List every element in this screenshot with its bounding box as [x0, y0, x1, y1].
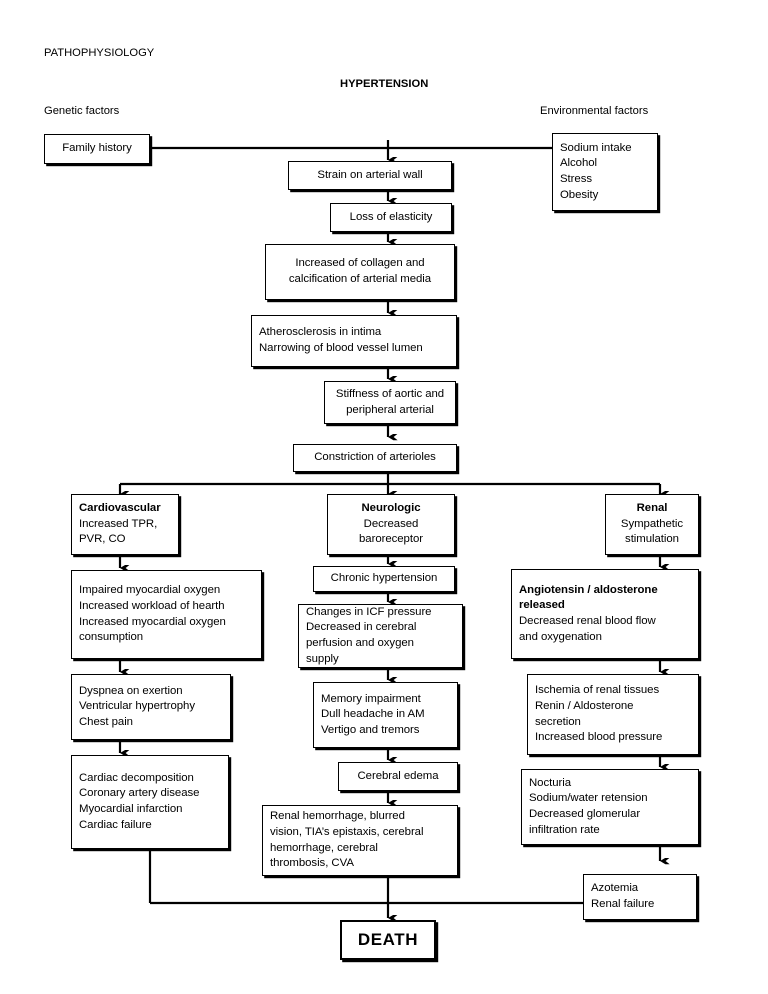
node-line: Ischemia of renal tissues — [535, 684, 660, 697]
diagram-title: HYPERTENSION — [340, 78, 429, 90]
node-line: Narrowing of blood vessel lumen — [259, 342, 423, 354]
node-line: Increased workload of hearth — [79, 599, 225, 612]
node-line: Decreased — [363, 517, 419, 530]
node-line: Renal — [636, 502, 668, 515]
node-line: Stiffness of aortic and — [335, 387, 445, 400]
node-line: supply — [306, 652, 339, 665]
node-line: Increased of collagen and — [295, 257, 425, 270]
node-line: Renal failure — [591, 898, 655, 910]
node-line: hemorrhage, cerebral — [270, 841, 378, 854]
node-line: Dyspnea on exertion — [79, 684, 183, 697]
node-line: secretion — [535, 715, 581, 728]
node-line: Cardiac failure — [79, 818, 152, 831]
node-line: Chest pain — [79, 715, 133, 728]
node-line: Dull headache in AM — [321, 708, 425, 721]
node-line: Stress — [560, 173, 592, 185]
node-line: peripheral arterial — [346, 403, 434, 416]
node-death[interactable]: DEATH — [340, 920, 436, 960]
node-line: PVR, CO — [79, 533, 126, 546]
node-increased-collagen[interactable]: Increased of collagen and calcification o… — [265, 244, 455, 300]
node-line: Ventricular hypertrophy — [79, 700, 195, 713]
environmental-factors-heading: Environmental factors — [540, 105, 649, 117]
node-line: Angiotensin / aldosterone — [519, 583, 658, 596]
node-line: calcification of arterial media — [288, 273, 432, 285]
node-line: Memory impairment — [321, 692, 421, 705]
node-line: Alcohol — [560, 157, 598, 170]
node-line: Family history — [62, 142, 132, 155]
node-line: Decreased in cerebral — [306, 621, 417, 634]
node-line: thrombosis, CVA — [270, 857, 354, 870]
node-line: DEATH — [357, 930, 419, 950]
node-line: Strain on arterial wall — [317, 168, 423, 181]
node-line: Myocardial infarction — [79, 803, 183, 815]
node-line: Azotemia — [591, 882, 639, 895]
node-line: Constriction of arterioles — [314, 451, 436, 464]
node-line: Decreased renal blood flow — [519, 615, 656, 627]
node-line: baroreceptor — [359, 533, 423, 546]
node-line: Renal hemorrhage, blurred — [270, 810, 405, 823]
node-line: Neurologic — [361, 502, 421, 515]
node-line: Decreased glomerular — [529, 808, 641, 820]
node-line: Nocturia — [529, 776, 572, 789]
node-line: released — [519, 599, 565, 612]
node-line: infiltration rate — [529, 823, 600, 836]
node-line: and oxygenation — [519, 630, 602, 643]
node-line: Cerebral edema — [357, 769, 439, 782]
node-line: stimulation — [625, 533, 679, 546]
node-family-history[interactable]: Family history — [44, 134, 150, 164]
node-line: Sodium intake — [560, 141, 632, 154]
node-loss-of-elasticity[interactable]: Loss of elasticity — [330, 203, 452, 232]
node-line: Impaired myocardial oxygen — [79, 584, 221, 597]
flow-lines: right, and Environmental --> left, meeti… — [118, 140, 670, 922]
node-strain-on-arterial-wall[interactable]: Strain on arterial wall — [288, 161, 452, 190]
node-line: Cardiovascular — [79, 502, 161, 515]
node-line: vision, TIA’s epistaxis, cerebral — [270, 825, 424, 838]
node-stiffness-aortic[interactable]: Stiffness of aortic and peripheral arteri… — [324, 381, 456, 424]
node-line: Coronary artery disease — [79, 787, 200, 800]
node-line: Sympathetic — [620, 517, 684, 530]
node-line: Changes in ICF pressure — [306, 605, 432, 618]
node-renal-hemorrhage[interactable]: Renal hemorrhage, blurred vision, TIA’s e… — [262, 805, 458, 876]
genetic-factors-heading: Genetic factors — [44, 105, 120, 117]
node-line: consumption — [79, 631, 144, 644]
node-line: Increased blood pressure — [535, 731, 663, 744]
node-line: Increased TPR, — [79, 517, 158, 530]
node-line: Renin / Aldosterone — [535, 699, 634, 712]
node-line: Atherosclerosis in intima — [259, 326, 382, 339]
node-line: Vertigo and tremors — [321, 723, 420, 736]
page-title: PATHOPHYSIOLOGY — [44, 47, 155, 59]
node-line: Sodium/water retension — [529, 792, 648, 805]
node-constriction-of-arterioles[interactable]: Constriction of arterioles — [293, 444, 457, 472]
node-line: Obesity — [560, 188, 599, 201]
node-cerebral-edema[interactable]: Cerebral edema — [338, 762, 458, 791]
node-chronic-hypertension[interactable]: Chronic hypertension — [313, 566, 455, 592]
node-line: Chronic hypertension — [330, 572, 438, 585]
node-line: perfusion and oxygen — [306, 637, 414, 649]
node-line: Increased myocardial oxygen — [79, 615, 226, 628]
node-line: Cardiac decomposition — [79, 771, 194, 784]
node-line: Loss of elasticity — [349, 210, 433, 223]
